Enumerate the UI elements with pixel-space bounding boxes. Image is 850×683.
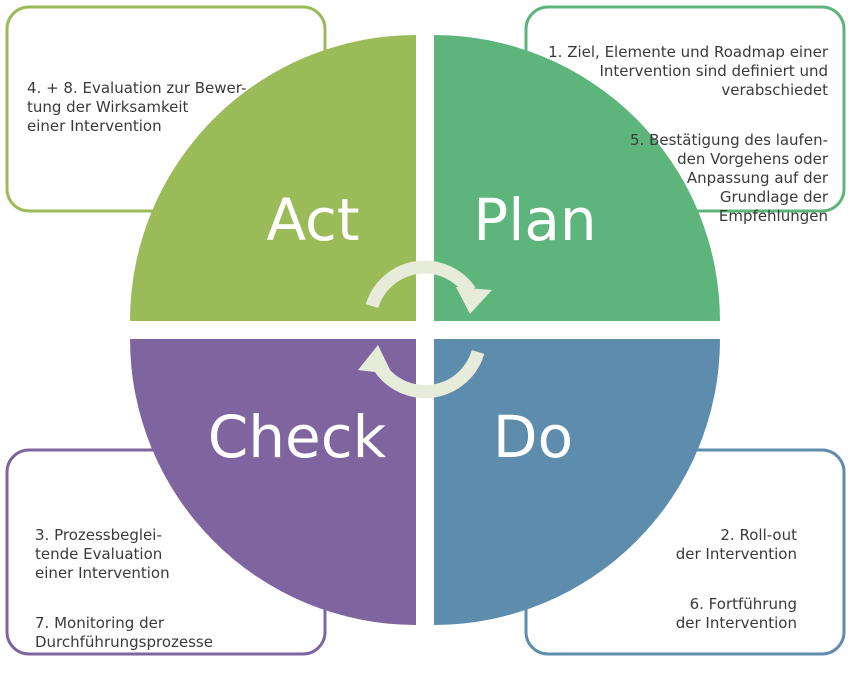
cycle-arrow-bottom bbox=[374, 349, 485, 399]
cycle-arrow-top bbox=[365, 260, 476, 309]
check-quadrant bbox=[130, 339, 416, 625]
do-item-6: 6. Fortführung der Intervention bbox=[675, 595, 797, 632]
plan-label: Plan bbox=[473, 186, 596, 254]
check-box-text: 3. Prozessbeglei- tende Evaluation einer… bbox=[35, 507, 275, 683]
cycle-arrowhead-top bbox=[456, 287, 492, 314]
plan-quadrant bbox=[434, 35, 720, 321]
act-box-text: 4. + 8. Evaluation zur Bewer- tung der W… bbox=[27, 60, 267, 167]
cycle-arrows bbox=[358, 260, 492, 399]
do-quadrant bbox=[434, 339, 720, 625]
act-label: Act bbox=[266, 186, 359, 254]
pdca-diagram: Act Plan Check Do 4. + 8. Evaluation zur… bbox=[5, 5, 846, 656]
check-item-7: 7. Monitoring der Durchführungsprozesse bbox=[35, 614, 213, 651]
check-label: Check bbox=[208, 403, 387, 471]
pdca-cycle-graphic: Act Plan Check Do bbox=[5, 5, 846, 656]
act-quadrant bbox=[130, 35, 416, 321]
plan-item-1: 1. Ziel, Elemente und Roadmap einer Inte… bbox=[548, 43, 828, 99]
do-box-text: 2. Roll-out der Intervention 6. Fortführ… bbox=[557, 507, 797, 664]
do-item-2: 2. Roll-out der Intervention bbox=[675, 526, 797, 563]
cycle-arrowhead-bottom bbox=[358, 345, 392, 374]
plan-box-text: 1. Ziel, Elemente und Roadmap einer Inte… bbox=[528, 24, 828, 257]
act-item-1: 4. + 8. Evaluation zur Bewer- tung der W… bbox=[27, 79, 247, 135]
plan-item-5: 5. Bestätigung des laufen- den Vorgehens… bbox=[630, 131, 828, 225]
do-label: Do bbox=[493, 403, 573, 471]
check-item-3: 3. Prozessbeglei- tende Evaluation einer… bbox=[35, 526, 170, 582]
